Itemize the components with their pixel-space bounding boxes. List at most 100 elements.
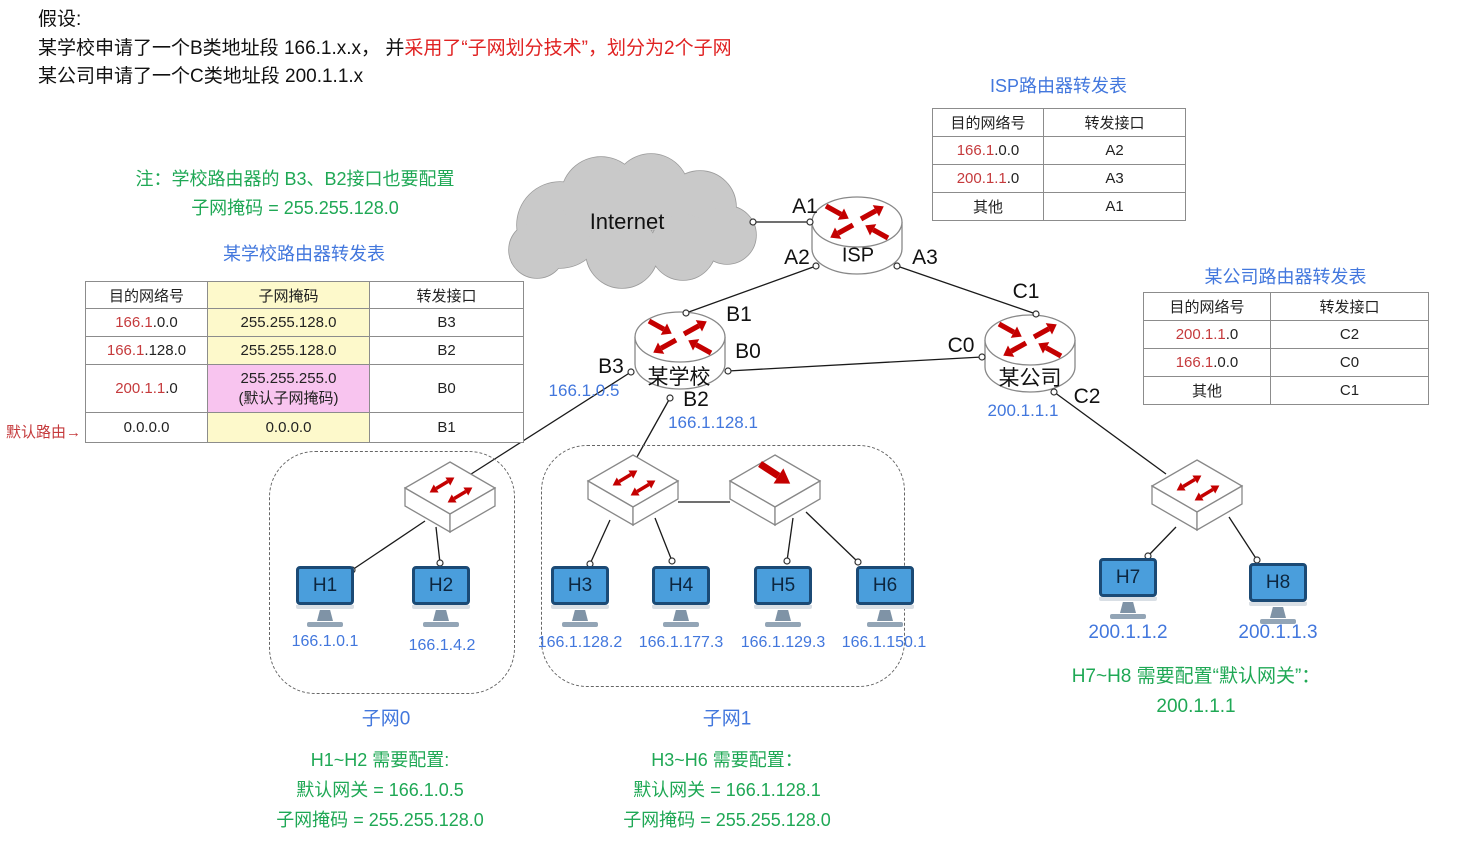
subnet1-config-line3: 子网掩码 = 255.255.128.0 (623, 810, 831, 830)
monitor-chin (296, 605, 354, 609)
host-label: H4 (668, 574, 694, 596)
isp-table-title: ISP路由器转发表 (989, 76, 1127, 96)
assumption-block: 假设: 某学校申请了一个B类地址段 166.1.x.x， 并采用了“子网划分技术… (38, 6, 732, 92)
assumption-line3: 某公司申请了一个C类地址段 200.1.1.x (38, 66, 364, 87)
monitor-stand (1120, 602, 1136, 613)
subnet0-config-line2: 默认网关 = 166.1.0.5 (296, 780, 464, 800)
dest-network: 166.1 (956, 142, 995, 159)
host-ip-h8: 200.1.1.3 (1238, 622, 1318, 643)
assumption-line2-red: 采用了“子网划分技术”，划分为2个子网 (404, 37, 732, 59)
host-h6: H6 (856, 566, 914, 627)
school-table-title: 某学校路由器转发表 (223, 244, 385, 264)
host-ip-h4: 166.1.177.3 (638, 634, 724, 651)
table-row: 200.1.1.0 255.255.255.0(默认子网掩码) B0 (85, 364, 524, 413)
dest-network-suffix: .0 (1006, 170, 1020, 187)
dest-network: 200.1.1 (956, 170, 1007, 187)
assumption-line2: 某学校申请了一个B类地址段 166.1.x.x， 并采用了“子网划分技术”，划分… (38, 35, 732, 64)
monitor-stand (572, 610, 588, 621)
internet-cloud-icon (508, 153, 757, 289)
company-config-note: H7~H8 需要配置“默认网关”： 200.1.1.1 (1071, 666, 1321, 717)
iface-label-b0: B0 (735, 340, 761, 363)
host-ip-h5: 166.1.129.3 (740, 634, 826, 651)
desktop-monitor-icon: H4 (652, 566, 710, 605)
forward-iface: B3 (369, 308, 524, 337)
forward-iface: B1 (369, 412, 524, 443)
internet-label: Internet (589, 209, 665, 234)
subnet-mask: 255.255.128.0 (207, 308, 370, 337)
host-label: H3 (567, 574, 593, 596)
host-label: H6 (872, 574, 898, 596)
subnet1-config-line2: 默认网关 = 166.1.128.1 (633, 780, 821, 800)
forward-iface: C1 (1270, 376, 1429, 405)
monitor-chin (1249, 602, 1307, 606)
host-ip-h1: 166.1.0.1 (291, 633, 359, 650)
subnet0-config-note: H1~H2 需要配置: 默认网关 = 166.1.0.5 子网掩码 = 255.… (276, 745, 484, 835)
iface-label-c0: C0 (947, 334, 975, 357)
subnet-mask: 255.255.128.0 (207, 336, 370, 365)
monitor-base (562, 622, 598, 627)
subnet-mask: 255.255.255.0 (240, 369, 337, 387)
monitor-stand (1270, 607, 1286, 618)
school-col-dest: 目的网络号 (85, 281, 208, 309)
monitor-stand (775, 610, 791, 621)
monitor-chin (652, 605, 710, 609)
company-router-ip: 200.1.1.1 (987, 401, 1059, 420)
subnet0-boundary (269, 451, 515, 694)
subnet0-config-line3: 子网掩码 = 255.255.128.0 (276, 810, 484, 830)
subnet-mask-note: (默认子网掩码) (238, 389, 339, 407)
host-h4: H4 (652, 566, 710, 627)
host-h2: H2 (412, 566, 470, 627)
dest-network-suffix: .128.0 (144, 342, 187, 359)
assumption-title: 假设: (38, 9, 82, 30)
school-note-line1: 注：学校路由器的 B3、B2接口也要配置 (135, 169, 455, 189)
dest-network-suffix: .0 (165, 380, 178, 397)
dest-network: 166.1 (106, 342, 145, 359)
default-route-label: 默认路由→ (6, 424, 82, 441)
school-note: 注：学校路由器的 B3、B2接口也要配置 子网掩码 = 255.255.128.… (60, 165, 530, 223)
table-row: 166.1.0.0 255.255.128.0 B3 (85, 308, 524, 337)
forward-iface: A3 (1043, 164, 1186, 193)
dest-network-suffix: .0.0 (152, 314, 178, 331)
monitor-chin (754, 605, 812, 609)
monitor-stand (317, 610, 333, 621)
dest-network: 200.1.1 (115, 380, 166, 397)
assumption-line2-black: 某学校申请了一个B类地址段 166.1.x.x， 并 (38, 37, 405, 59)
host-ip-h2: 166.1.4.2 (408, 637, 476, 654)
monitor-chin (412, 605, 470, 609)
host-label: H1 (312, 574, 338, 596)
host-ip-h3: 166.1.128.2 (537, 634, 623, 651)
subnet0-config-line1: H1~H2 需要配置: (310, 750, 450, 770)
iface-label-b3: B3 (598, 355, 624, 378)
host-label: H7 (1115, 566, 1141, 588)
host-ip-h6: 166.1.150.1 (841, 634, 927, 651)
desktop-monitor-icon: H6 (856, 566, 914, 605)
table-row: 200.1.1.0 A3 (932, 164, 1186, 193)
table-row: 166.1.128.0 255.255.128.0 B2 (85, 336, 524, 365)
school-note-line2: 子网掩码 = 255.255.128.0 (191, 198, 399, 218)
school-b3-ip: 166.1.0.5 (548, 381, 620, 400)
dest-network-suffix: 其他 (972, 199, 1003, 216)
iface-label-a1: A1 (792, 195, 818, 218)
forward-iface: A2 (1043, 136, 1186, 165)
desktop-monitor-icon: H2 (412, 566, 470, 605)
dest-network: 200.1.1 (1175, 326, 1226, 343)
desktop-monitor-icon: H3 (551, 566, 609, 605)
dest-network: 166.1 (1175, 354, 1214, 371)
forward-iface: C0 (1270, 348, 1429, 377)
school-col-mask: 子网掩码 (207, 281, 370, 309)
monitor-chin (856, 605, 914, 609)
monitor-base (765, 622, 801, 627)
company-router-label: 某公司 (998, 367, 1062, 390)
monitor-stand (433, 610, 449, 621)
school-router-label: 某学校 (647, 366, 711, 389)
school-col-iface: 转发接口 (369, 281, 524, 309)
company-table-title: 某公司路由器转发表 (1204, 267, 1367, 287)
table-row: 0.0.0.0 0.0.0.0 B1 (85, 412, 524, 443)
